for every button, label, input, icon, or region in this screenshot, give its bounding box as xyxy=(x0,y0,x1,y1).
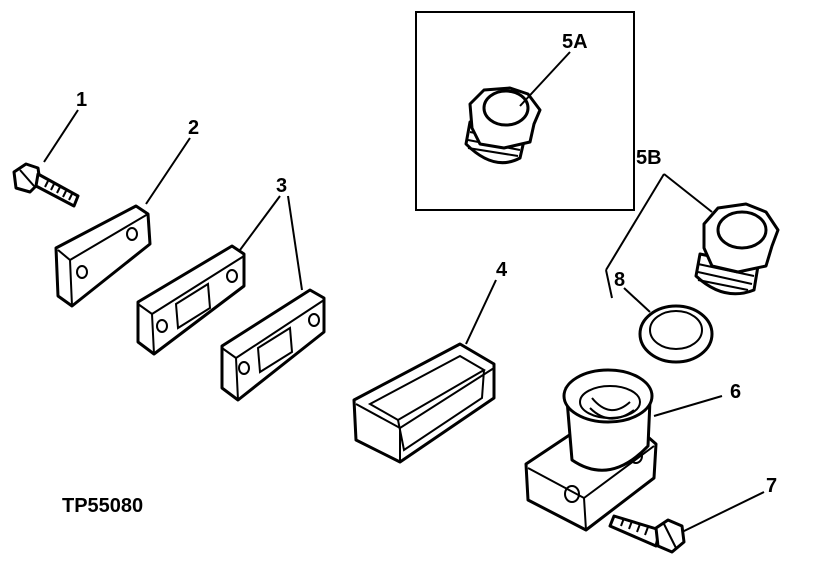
cap-screw-part-1 xyxy=(12,162,80,208)
filler-cap-part-5a xyxy=(464,86,542,165)
callout-4: 4 xyxy=(496,259,508,281)
inset-frame xyxy=(415,11,635,211)
callout-2: 2 xyxy=(188,117,199,139)
filler-cap-part-5b xyxy=(694,202,780,296)
callout-3: 3 xyxy=(276,175,287,197)
callout-8: 8 xyxy=(614,269,625,291)
callout-6: 6 xyxy=(730,381,741,403)
elbow-fitting-part-6 xyxy=(524,368,658,532)
callout-5a: 5A xyxy=(562,31,588,53)
figure-code: TP55080 xyxy=(62,495,143,517)
gasket-part-3-rear xyxy=(220,288,326,402)
gasket-part-3-front xyxy=(136,244,246,356)
leader-lines xyxy=(43,51,765,533)
seal-ring-part-8 xyxy=(638,304,714,364)
cover-plate-part-2 xyxy=(54,204,152,308)
callout-5b: 5B xyxy=(636,147,662,169)
cap-screw-part-7 xyxy=(608,514,686,554)
spacer-part-4 xyxy=(352,342,496,464)
callout-7: 7 xyxy=(766,475,777,497)
callout-1: 1 xyxy=(76,89,87,111)
